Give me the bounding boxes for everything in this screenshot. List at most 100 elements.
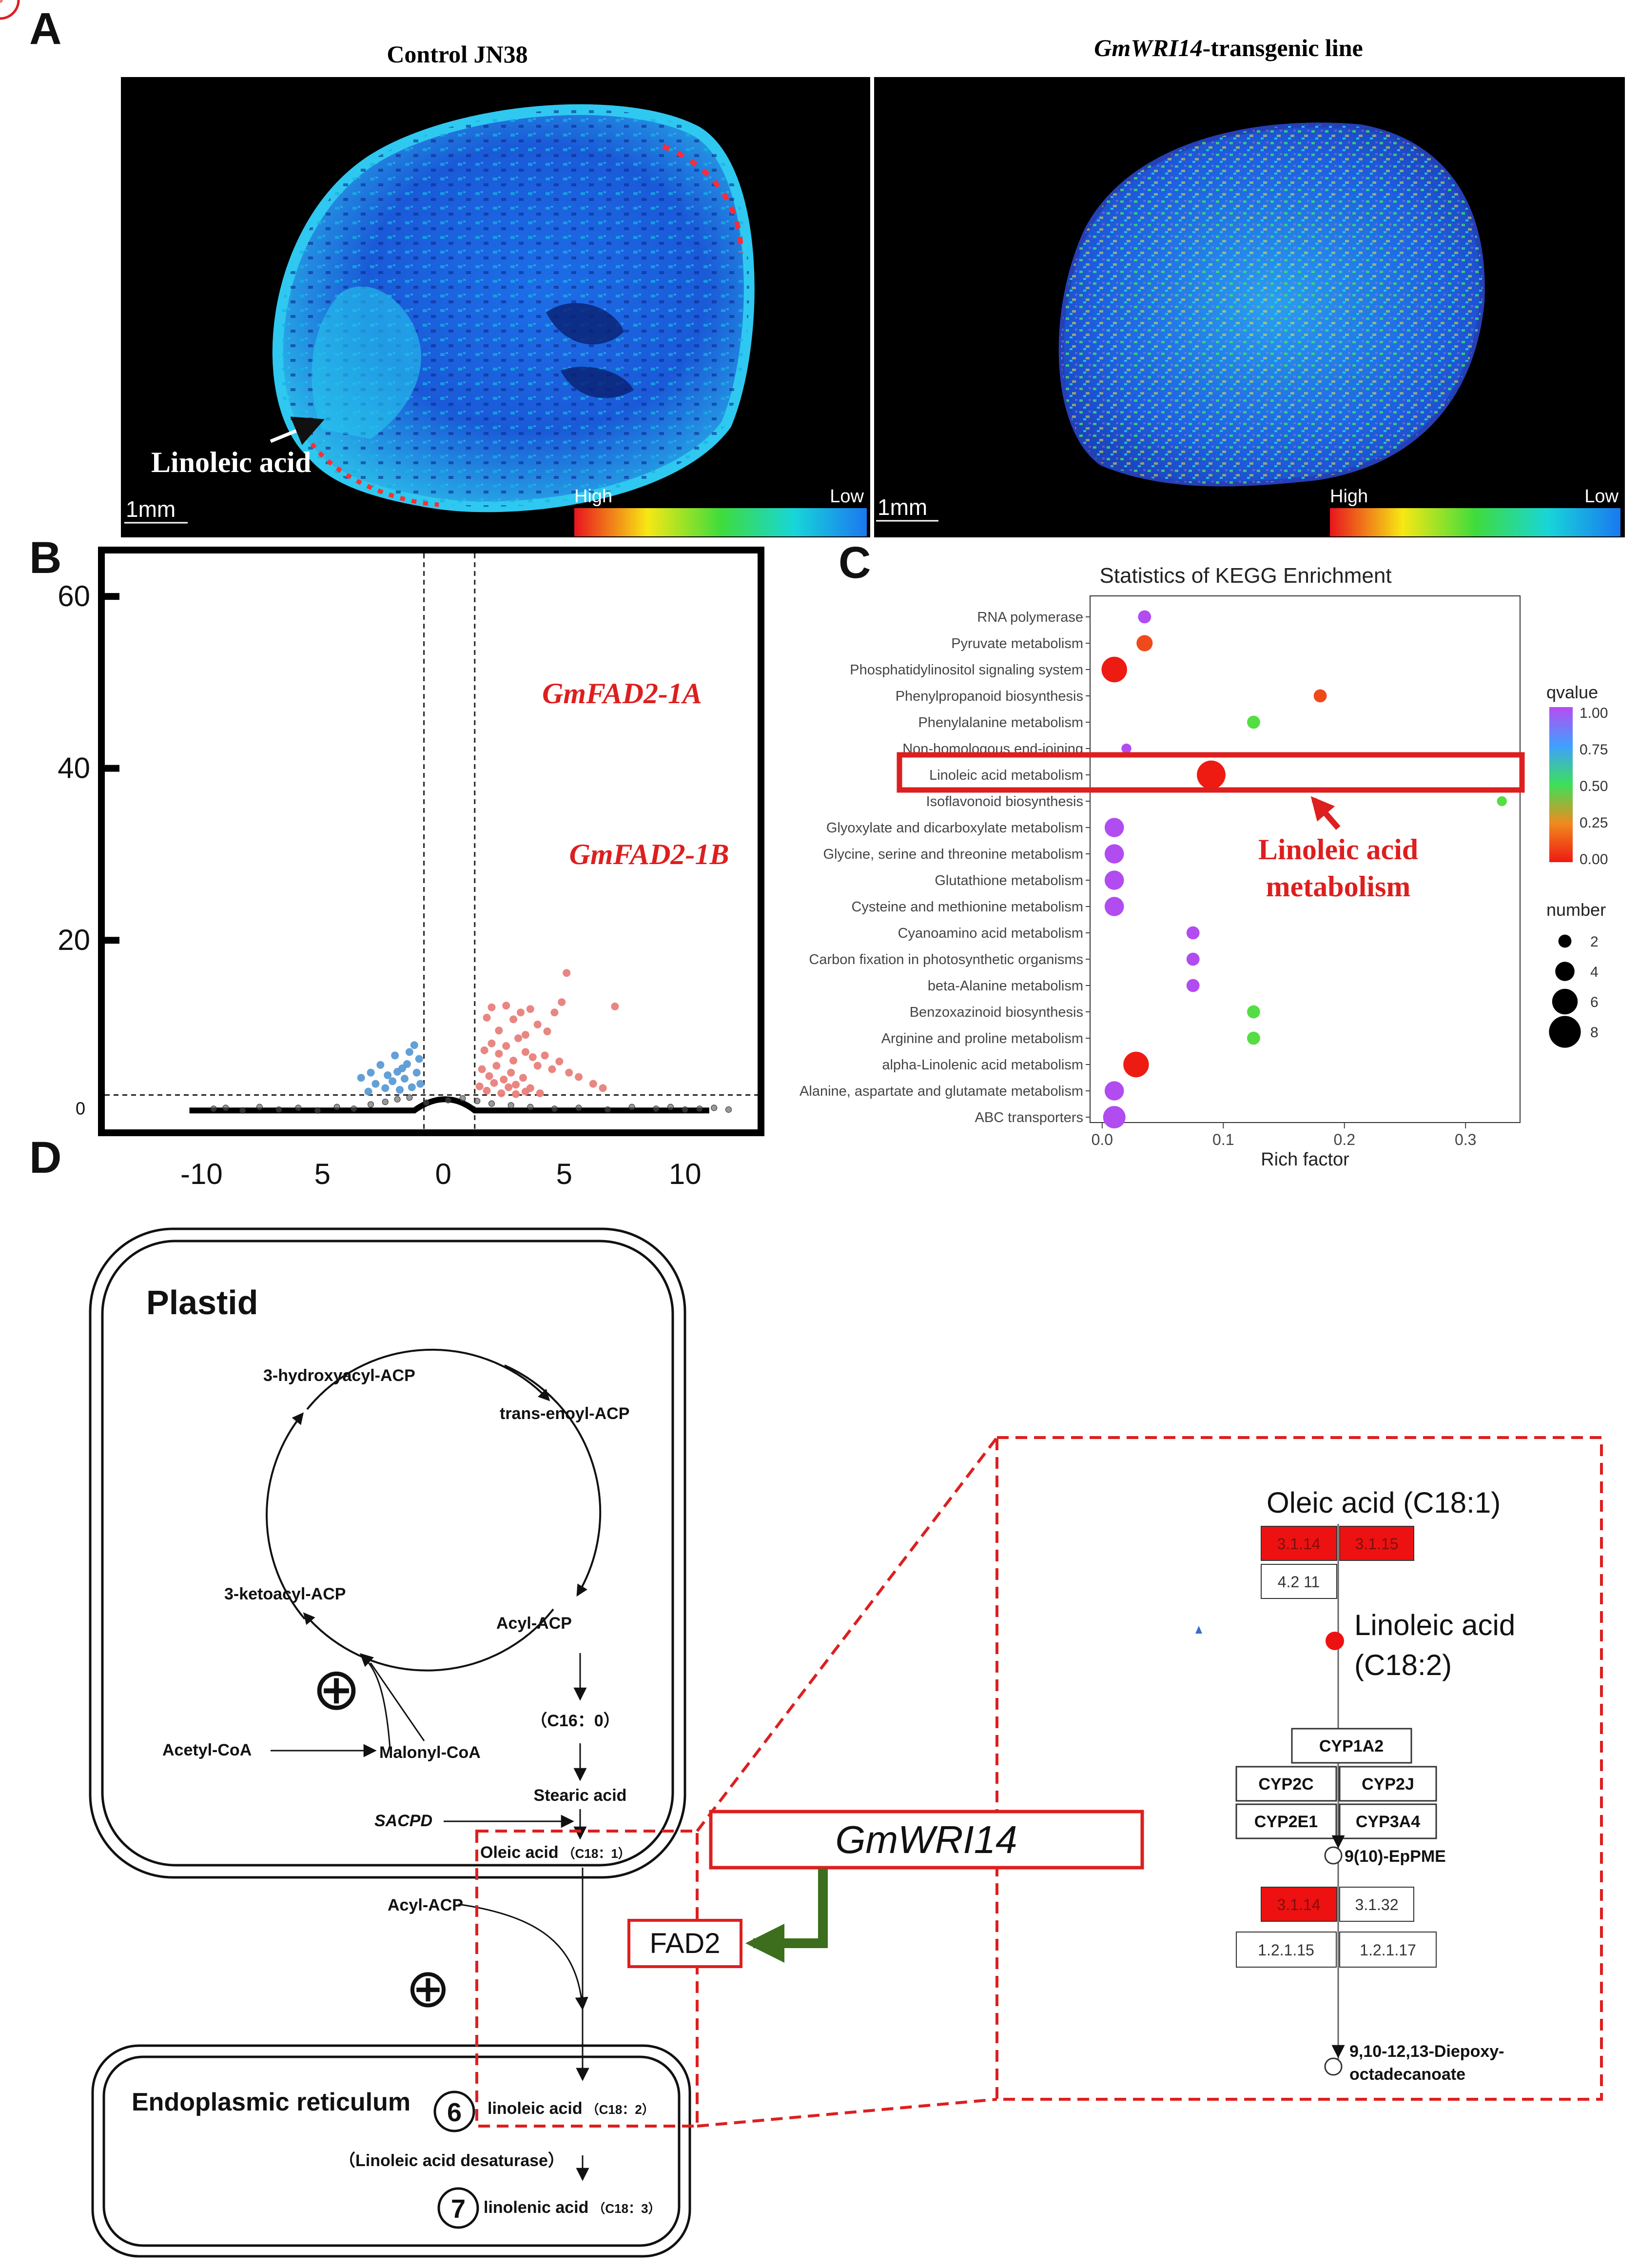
cycle-arrow-2 (306, 1348, 550, 1410)
malonyl-coa-label: Malonyl-CoA (379, 1743, 481, 1762)
volcano-point (478, 1065, 486, 1073)
kegg-bubble (1104, 818, 1124, 837)
volcano-point (514, 1034, 523, 1043)
volcano-point (589, 1080, 597, 1088)
volcano-point (512, 1081, 520, 1089)
ec-label: 1.2.1.17 (1360, 1941, 1416, 1959)
volcano-y-tick-label: 40 (58, 752, 90, 785)
kegg-bubble (1247, 1005, 1260, 1019)
volcano-point (536, 1089, 544, 1097)
plus-icon: ⊕ (312, 1657, 361, 1722)
legend-high: High (574, 486, 612, 507)
panel-a-left-title: Control JN38 (387, 40, 527, 68)
legend-high: High (1330, 486, 1368, 507)
volcano-point (519, 1074, 527, 1082)
kegg-bubble (1497, 796, 1507, 807)
volcano-point (543, 1027, 551, 1036)
kegg-category-label: Pyruvate metabolism (951, 636, 1083, 651)
scale-bar-left: 1mm (124, 496, 188, 524)
number-key-dot (1552, 988, 1578, 1015)
volcano-point (423, 1099, 430, 1106)
zoom-callout (475, 1436, 1603, 2128)
volcano-point (393, 1067, 402, 1076)
volcano-point (400, 1075, 409, 1083)
volcano-point (551, 1105, 558, 1112)
volcano-point (357, 1074, 365, 1082)
number-key-dot (1558, 934, 1572, 948)
fad2-box (627, 1919, 742, 1968)
panel-a-right-title: GmWRI14-transgenic line (1094, 34, 1363, 61)
er-inner-membrane (102, 2055, 681, 2247)
linoleic-acid-er-label: linoleic acid（C18：2） (488, 2099, 655, 2118)
kegg-plot-area (1090, 595, 1521, 1123)
kegg-category-label: Benzoxazinoid biosynthesis (910, 1005, 1083, 1020)
number-key-label: 4 (1590, 964, 1599, 980)
volcano-point (605, 1106, 611, 1113)
volcano-point (371, 1080, 380, 1088)
volcano-point (500, 1075, 508, 1084)
kegg-category-label: ABC transporters (975, 1110, 1083, 1125)
volcano-point (711, 1104, 718, 1111)
acetyl-coa-label: Acetyl-CoA (162, 1741, 252, 1759)
volcano-point (396, 1085, 404, 1094)
plastid-inner-membrane (101, 1240, 674, 1867)
kegg-bubble (1138, 610, 1151, 624)
gmwri14-label: GmWRI14 (835, 1818, 1017, 1861)
kegg-bubble (1136, 635, 1153, 651)
volcano-points (0, 0, 732, 1114)
volcano-point (222, 1104, 229, 1111)
er-label: Endoplasmic reticulum (132, 2088, 410, 2116)
volcano-point (509, 1056, 518, 1065)
plus-icon: ⊕ (406, 1958, 450, 2018)
callout-inset-box (995, 1436, 1603, 2101)
stearic-acid-label: Stearic acid (534, 1786, 627, 1805)
qvalue-tick-label: 0.75 (1580, 742, 1608, 758)
small-triangle-mark (1195, 1626, 1202, 1634)
volcano-point (495, 1026, 503, 1035)
panel-a-label: A (29, 4, 61, 54)
volcano-point (333, 1104, 340, 1110)
cycle-node-hydroxyacyl: 3-hydroxyacyl-ACP (263, 1366, 415, 1385)
volcano-point (575, 1073, 583, 1081)
kegg-category-label: Glycine, serine and threonine metabolism (823, 847, 1083, 862)
annotation-arrow (270, 416, 325, 445)
kegg-bubble (1103, 1106, 1126, 1128)
ec-box-1-2-1-15 (1236, 1932, 1337, 1968)
kegg-bubble (1186, 926, 1200, 940)
intensity-legend-right: High Low (1330, 486, 1620, 536)
fad2-label: FAD2 (649, 1928, 720, 1959)
cyp-label: CYP2J (1362, 1775, 1414, 1794)
volcano-point (512, 1090, 520, 1098)
kegg-x-tick-label: 0.0 (1092, 1131, 1113, 1148)
qvalue-legend: qvalue 1.000.750.500.250.00 (1546, 682, 1608, 868)
volcano-point (416, 1080, 425, 1088)
volcano-point (653, 1105, 660, 1112)
step-7-number: 7 (451, 2194, 466, 2224)
kegg-category-label: Alanine, aspartate and glutamate metabol… (800, 1084, 1083, 1099)
inset-linoleic-1: Linoleic acid (1354, 1609, 1515, 1641)
ec-label: 3.1.14 (1277, 1535, 1321, 1553)
kegg-bubble (1197, 760, 1226, 789)
linolenic-acid-main: linolenic acid (484, 2198, 588, 2217)
kegg-category-label: RNA polymerase (977, 610, 1083, 625)
volcano-point (507, 1068, 515, 1077)
volcano-point (492, 1062, 501, 1070)
oleic-acid-sub: （C18：1） (563, 1846, 631, 1861)
ec-box-3-1-15 (1339, 1526, 1414, 1561)
sacpd-label: SACPD (374, 1812, 432, 1830)
linoleic-acid-er-sub: （C18：2） (586, 2102, 655, 2117)
number-key-dot (1555, 962, 1575, 981)
volcano-point (550, 1008, 559, 1017)
volcano-point (495, 1049, 503, 1058)
kegg-category-label: Cyanoamino acid metabolism (898, 926, 1083, 941)
volcano-point (368, 1101, 374, 1108)
volcano-point (548, 1065, 556, 1073)
kegg-title: Statistics of KEGG Enrichment (1099, 564, 1391, 588)
volcano-point (682, 1106, 688, 1113)
kegg-bubble (1104, 844, 1124, 864)
linoleic-node (1326, 1632, 1344, 1650)
